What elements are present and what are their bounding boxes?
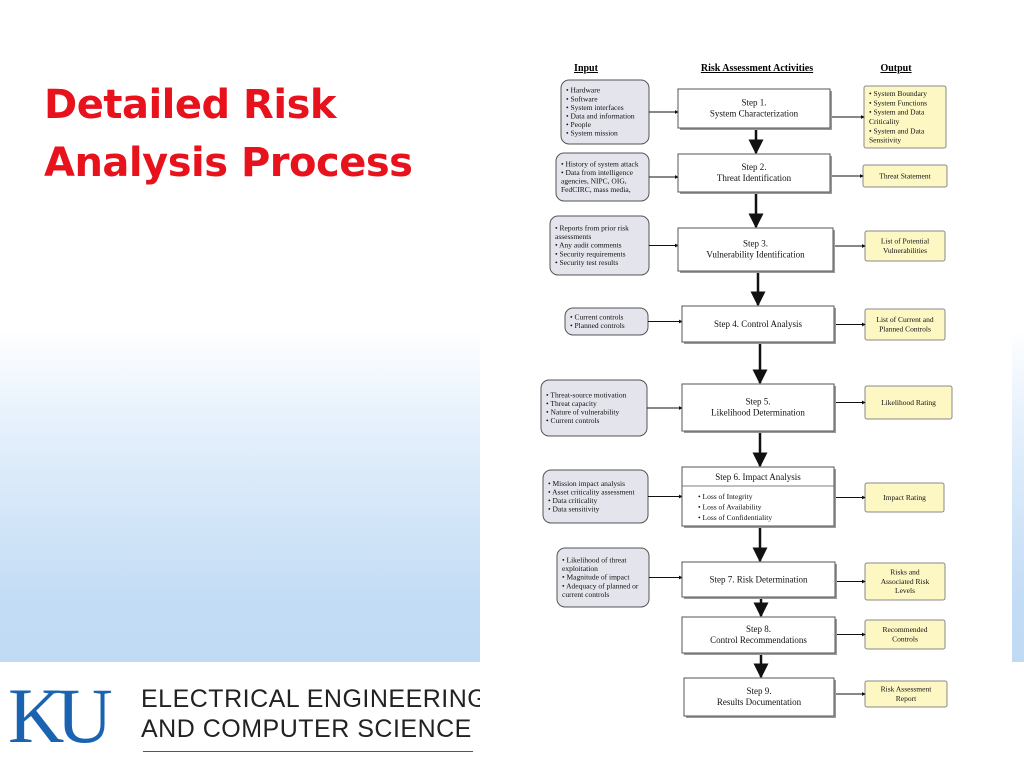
step-title: Control Recommendations	[710, 635, 807, 645]
input-item: agencies, NIPC, OIG,	[561, 177, 627, 186]
output-item: Risk Assessment	[881, 685, 933, 694]
step-number: Step 2.	[741, 162, 766, 172]
step-sub-item: • Loss of Availability	[698, 503, 762, 512]
step-number: Step 8.	[746, 624, 771, 634]
slide-title: Detailed Risk Analysis Process	[44, 76, 413, 192]
output-item: Recommended	[883, 625, 928, 634]
output-item: • System and Data	[869, 108, 925, 117]
step-box-6	[681, 466, 835, 527]
step-box-5	[681, 383, 835, 432]
output-item: Controls	[892, 635, 918, 644]
step-number: Step 5.	[745, 397, 770, 407]
input-item: • Likelihood of threat	[562, 556, 627, 565]
step-box-2	[677, 153, 831, 193]
output-item: Planned Controls	[879, 325, 931, 334]
output-item: Likelihood Rating	[881, 398, 936, 407]
input-item: current controls	[562, 590, 609, 599]
header-output: Output	[880, 63, 912, 74]
risk-process-diagram: Input Risk Assessment Activities Output …	[480, 40, 1012, 768]
step-box-8	[681, 616, 836, 654]
flowchart: Input Risk Assessment Activities Output …	[540, 63, 953, 718]
output-item: Vulnerabilities	[883, 246, 927, 255]
input-item: • Data and information	[566, 112, 635, 121]
step-number: Step 3.	[743, 239, 768, 249]
output-item: Sensitivity	[869, 136, 901, 145]
output-item: Levels	[895, 586, 915, 595]
logo-text-line1: ELECTRICAL ENGINEERING	[141, 685, 488, 713]
input-item: • Adequacy of planned or	[562, 581, 639, 590]
input-item: • Threat capacity	[546, 399, 597, 408]
step-box-9	[683, 677, 835, 717]
input-item: • System mission	[566, 129, 618, 138]
input-item: exploitation	[562, 564, 598, 573]
input-item: • Data sensitivity	[548, 505, 600, 514]
header-activities: Risk Assessment Activities	[701, 63, 813, 74]
input-item: • System interfaces	[566, 103, 624, 112]
input-item: FedCIRC, mass media,	[561, 185, 631, 194]
step-number: Step 1.	[741, 98, 766, 108]
output-item: • System Boundary	[869, 89, 927, 98]
input-item: • Data criticality	[548, 496, 598, 505]
input-item: • History of system attack	[561, 159, 639, 168]
output-item: Report	[896, 694, 917, 703]
step-title: Step 7. Risk Determination	[710, 575, 808, 585]
input-item: • Security requirements	[555, 249, 626, 258]
input-item: • Mission impact analysis	[548, 479, 625, 488]
input-item: • Asset criticality assessment	[548, 487, 635, 496]
input-item: • Magnitude of impact	[562, 573, 630, 582]
output-item: • System Functions	[869, 98, 927, 107]
output-item: Associated Risk	[881, 577, 930, 586]
slide-title-line2: Analysis Process	[44, 140, 413, 186]
ku-logo-mark: KU	[8, 672, 113, 759]
input-item: • Hardware	[566, 86, 601, 95]
output-item: List of Current and	[876, 315, 934, 324]
header-input: Input	[574, 63, 599, 74]
output-item: Criticality	[869, 117, 900, 126]
input-item: • Software	[566, 94, 598, 103]
step-title: Results Documentation	[717, 697, 802, 707]
input-item: • Security test results	[555, 258, 618, 267]
step-title: Step 6. Impact Analysis	[715, 472, 801, 482]
step-box-1	[677, 88, 831, 129]
output-item: List of Potential	[881, 237, 929, 246]
output-item: • System and Data	[869, 126, 925, 135]
step-title: Threat Identification	[717, 173, 792, 183]
step-box-3	[677, 227, 834, 272]
ku-eecs-logo: KU ELECTRICAL ENGINEERING AND COMPUTER S…	[8, 672, 487, 759]
step-number: Step 9.	[746, 686, 771, 696]
step-box-7	[681, 561, 836, 598]
logo-text-line2: AND COMPUTER SCIENCE	[141, 715, 472, 743]
input-item: • Data from intelligence	[561, 168, 634, 177]
output-item: Risks and	[890, 568, 920, 577]
input-item: • Threat-source motivation	[546, 390, 627, 399]
output-item: Impact Rating	[883, 493, 926, 502]
step-sub-item: • Loss of Confidentiality	[698, 513, 772, 522]
logo-divider	[143, 751, 473, 752]
step-title: Vulnerability Identification	[706, 250, 805, 260]
step-title: Likelihood Determination	[711, 408, 805, 418]
step-sub-item: • Loss of Integrity	[698, 492, 753, 501]
step-box-4	[681, 305, 835, 343]
input-item: • Planned controls	[570, 321, 625, 330]
input-item: • Reports from prior risk	[555, 224, 629, 233]
input-item: • Any audit comments	[555, 241, 622, 250]
input-item: • Current controls	[570, 312, 624, 321]
input-item: • People	[566, 120, 592, 129]
input-item: assessments	[555, 232, 591, 241]
output-item: Threat Statement	[879, 171, 931, 180]
slide-title-line1: Detailed Risk	[44, 82, 336, 128]
input-item: • Current controls	[546, 416, 600, 425]
step-title: Step 4. Control Analysis	[714, 319, 803, 329]
input-item: • Nature of vulnerability	[546, 408, 619, 417]
step-title: System Characterization	[710, 109, 799, 119]
